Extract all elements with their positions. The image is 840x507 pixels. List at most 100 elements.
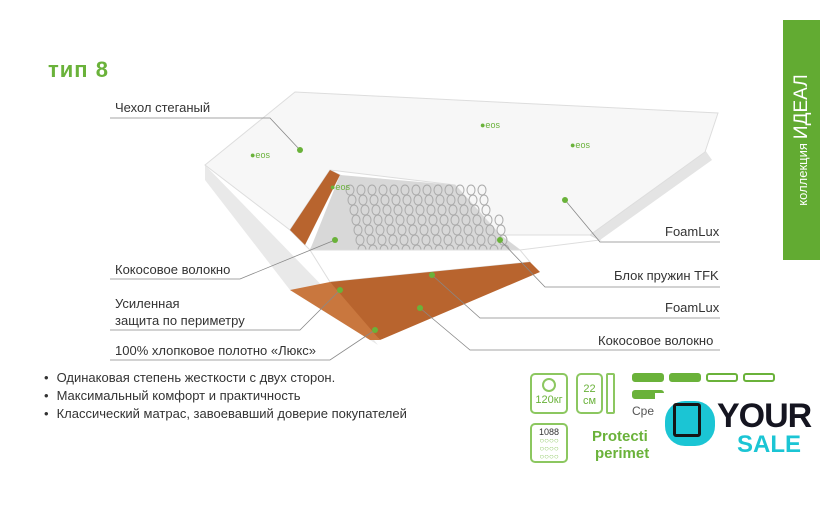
spring-coil <box>404 204 414 216</box>
spring-coil <box>452 224 462 236</box>
kettlebell-icon <box>542 378 556 392</box>
spring-coil <box>397 224 407 236</box>
spring-coil <box>355 234 365 246</box>
spring-coil <box>399 234 409 246</box>
spring-coil <box>422 184 432 196</box>
spring-coil <box>356 184 366 196</box>
label-foamlux-top: FoamLux <box>665 224 720 239</box>
spring-coil <box>360 204 370 216</box>
spring-coil <box>421 234 431 246</box>
spring-coil <box>415 204 425 216</box>
mattress-right-side <box>590 150 712 240</box>
spring-coil <box>362 214 372 226</box>
label-perimeter-2: защита по периметру <box>115 313 245 328</box>
spring-coil <box>382 204 392 216</box>
spring-coil <box>485 224 495 236</box>
spring-coil <box>413 194 423 206</box>
spring-coil <box>459 204 469 216</box>
spring-coil <box>389 184 399 196</box>
spring-coil <box>402 194 412 206</box>
spring-coil <box>430 224 440 236</box>
spring-coil <box>428 214 438 226</box>
weight-badge: 120кг <box>530 373 568 414</box>
spring-coil <box>487 234 497 246</box>
protection-text: Protecti perimet <box>592 428 650 462</box>
logo-sale: SALE <box>737 431 802 458</box>
stiffness-bar-filled <box>632 373 664 382</box>
spring-coil <box>454 234 464 246</box>
spring-coil <box>483 214 493 226</box>
spring-coil <box>424 194 434 206</box>
label-cotton: 100% хлопковое полотно «Люкс» <box>115 343 316 358</box>
spring-coil <box>371 204 381 216</box>
label-foamlux-bottom: FoamLux <box>665 300 720 315</box>
label-coconut-right: Кокосовое волокно <box>598 333 714 348</box>
spring-coil <box>400 184 410 196</box>
spring-coil <box>364 224 374 236</box>
spring-coil <box>347 194 357 206</box>
svg-text:●eos: ●eos <box>330 182 350 192</box>
spring-coil <box>494 214 504 226</box>
coconut-layer-upper <box>290 170 340 245</box>
spring-coil <box>411 184 421 196</box>
perimeter-protection <box>290 282 380 340</box>
spring-coil <box>373 214 383 226</box>
spring-coil <box>461 214 471 226</box>
svg-text:●eos: ●eos <box>480 120 500 130</box>
stiffness-bar-empty <box>743 373 775 382</box>
spring-coil <box>419 224 429 236</box>
spring-coil <box>395 214 405 226</box>
spring-coil <box>439 214 449 226</box>
spring-coil <box>377 234 387 246</box>
spring-coil <box>378 184 388 196</box>
spring-coil <box>476 234 486 246</box>
coconut-layer-lower <box>330 262 540 340</box>
springs-icon: ○○○○○○○○○○○○ <box>539 436 559 461</box>
spring-coil <box>496 224 506 236</box>
feature-bullet: Максимальный комфорт и практичность <box>44 388 301 403</box>
spring-coil <box>446 194 456 206</box>
stiffness-bar-empty <box>706 373 738 382</box>
spring-coil <box>349 204 359 216</box>
spring-coil <box>450 214 460 226</box>
spring-coil <box>474 224 484 236</box>
svg-text:●eos: ●eos <box>250 150 270 160</box>
spring-coil <box>367 184 377 196</box>
spring-coil <box>426 204 436 216</box>
spring-coil <box>443 234 453 246</box>
spring-coil <box>479 194 489 206</box>
spring-coil <box>435 194 445 206</box>
spring-coil <box>375 224 385 236</box>
spring-coil <box>353 224 363 236</box>
spring-coil <box>393 204 403 216</box>
spring-coil <box>455 184 465 196</box>
spring-coil <box>386 224 396 236</box>
spring-coil <box>417 214 427 226</box>
spring-coil <box>345 184 355 196</box>
spring-coil <box>408 224 418 236</box>
spring-coil <box>444 184 454 196</box>
spring-coil <box>441 224 451 236</box>
spring-coil <box>481 204 491 216</box>
feature-bullet: Классический матрас, завоевавший доверие… <box>44 406 407 421</box>
spring-coil <box>472 214 482 226</box>
spring-coil <box>358 194 368 206</box>
spring-coil <box>468 194 478 206</box>
spring-coil <box>465 234 475 246</box>
spring-coil <box>437 204 447 216</box>
yoursale-logo-overlay: YOUR SALE <box>655 393 835 471</box>
logo-your: YOUR <box>717 397 812 435</box>
ruler-icon <box>606 373 615 414</box>
spring-coil <box>410 234 420 246</box>
spring-coil <box>432 234 442 246</box>
label-cover: Чехол стеганый <box>115 100 211 115</box>
spring-coil <box>366 234 376 246</box>
spring-coil <box>463 224 473 236</box>
svg-text:●eos: ●eos <box>570 140 590 150</box>
spring-coil <box>351 214 361 226</box>
spring-coil <box>466 184 476 196</box>
spring-coil <box>457 194 467 206</box>
label-coconut-left: Кокосовое волокно <box>115 262 231 277</box>
label-spring-block: Блок пружин TFK <box>614 268 719 283</box>
